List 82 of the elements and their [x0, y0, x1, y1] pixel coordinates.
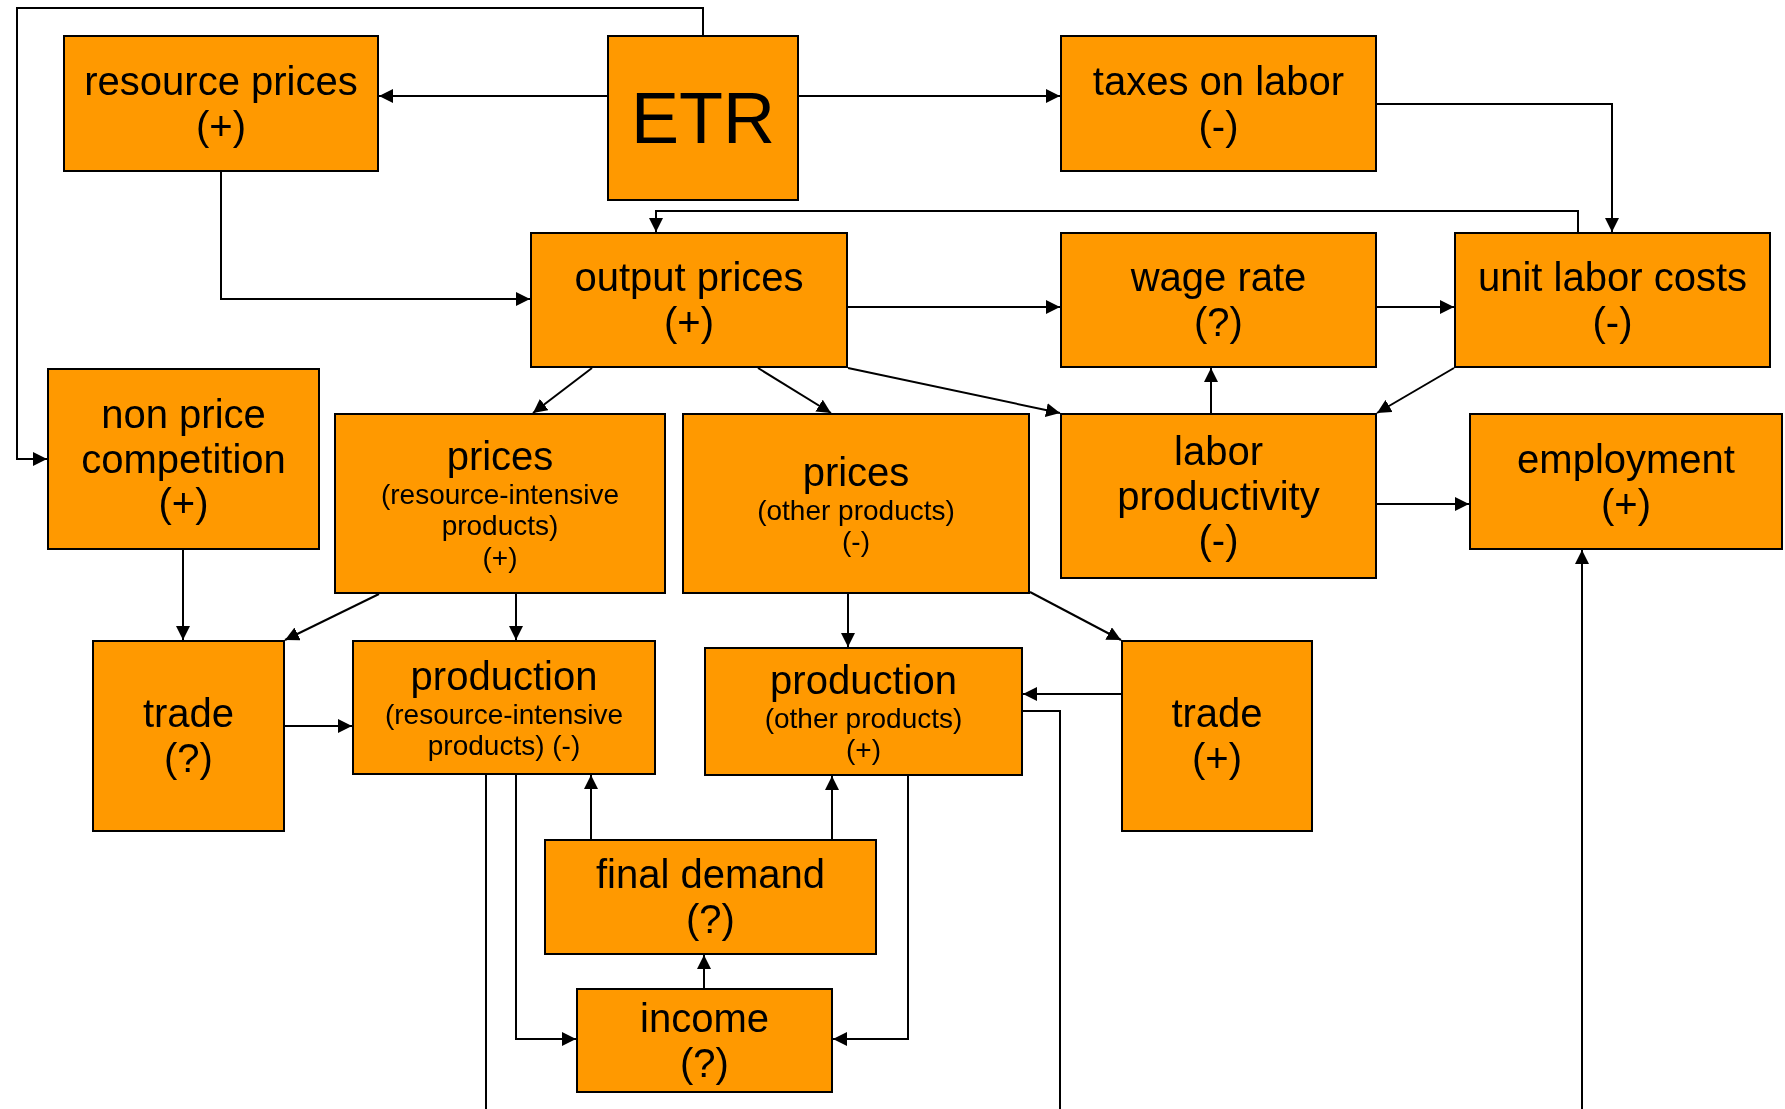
- process-box: [530, 232, 848, 368]
- process-box: [1469, 413, 1783, 550]
- node-label: production: [410, 653, 598, 699]
- arrow: [532, 367, 593, 414]
- process-box: [576, 988, 833, 1093]
- arrow: [825, 775, 839, 840]
- arrow: [1376, 497, 1470, 511]
- arrow: [515, 774, 577, 1046]
- connector-line: [1022, 710, 1061, 1109]
- node-label: (?): [686, 897, 735, 942]
- process-box: [1454, 232, 1771, 368]
- node-label: resource prices: [84, 58, 358, 104]
- arrow: [284, 719, 353, 733]
- arrow: [16, 7, 704, 466]
- arrow: [649, 210, 1579, 233]
- node-label: (resource-intensive products): [379, 478, 621, 542]
- arrow: [509, 593, 523, 641]
- node-label: (-): [842, 525, 870, 558]
- arrow: [1575, 549, 1589, 1109]
- node-label: unit labor costs: [1478, 255, 1747, 300]
- process-box: [1060, 35, 1377, 172]
- process-box: [544, 839, 877, 955]
- arrow: [832, 775, 909, 1046]
- arrow: [847, 367, 1061, 417]
- arrow: [284, 593, 380, 641]
- node-label: final demand: [595, 852, 825, 897]
- process-box: [704, 647, 1023, 776]
- node-label: (other products): [757, 494, 955, 526]
- node-label: (?): [680, 1040, 729, 1086]
- process-box: [63, 35, 379, 172]
- node-label: production: [770, 657, 957, 703]
- node-label: (-): [1592, 300, 1633, 345]
- node-label: prices: [802, 449, 910, 495]
- node-label: ETR: [631, 77, 775, 159]
- arrow: [220, 171, 531, 306]
- node-label: (-): [1198, 103, 1239, 149]
- node-label: (+): [158, 481, 209, 527]
- arrow: [697, 954, 711, 989]
- arrow: [1204, 367, 1218, 414]
- arrow: [1376, 103, 1619, 233]
- arrow: [176, 549, 190, 641]
- node-label: (+): [664, 300, 714, 345]
- node-label: (+): [846, 733, 881, 766]
- node-label: (other products): [764, 702, 963, 734]
- node-label: (+): [1601, 481, 1651, 527]
- process-box: [1060, 413, 1377, 579]
- arrow: [1029, 591, 1122, 641]
- node-label: (?): [1194, 300, 1243, 345]
- node-label: labor productivity: [1116, 428, 1321, 519]
- arrow: [378, 89, 608, 103]
- node-label: (-): [1198, 518, 1239, 564]
- arrow: [847, 300, 1061, 314]
- process-box: [352, 640, 656, 775]
- process-box: [1060, 232, 1377, 368]
- node-label: output prices: [574, 255, 804, 300]
- node-label: income: [640, 995, 769, 1041]
- node-label: employment: [1517, 436, 1735, 482]
- node-label: (+): [1192, 736, 1242, 781]
- arrow: [841, 593, 855, 648]
- node-label: prices: [446, 434, 554, 479]
- node-label: trade: [1171, 691, 1263, 736]
- arrow: [1376, 367, 1455, 414]
- arrow: [757, 367, 832, 414]
- node-label: (+): [196, 103, 246, 149]
- process-box: [47, 368, 320, 550]
- node-label: (resource-intensive products) (-): [383, 698, 625, 762]
- arrow: [584, 774, 598, 840]
- node-label: (+): [482, 541, 518, 573]
- arrow: [798, 89, 1061, 103]
- node-label: non price competition: [80, 391, 287, 482]
- node-label: wage rate: [1130, 255, 1307, 300]
- node-label: taxes on labor: [1092, 58, 1345, 104]
- connector-line: [485, 774, 487, 1109]
- process-box: [1121, 640, 1313, 832]
- node-label: (?): [164, 736, 213, 781]
- process-box: [334, 413, 666, 594]
- arrow: [1022, 687, 1122, 701]
- process-box: [682, 413, 1030, 594]
- process-box: [607, 35, 799, 201]
- arrow: [1376, 300, 1455, 314]
- process-box: [92, 640, 285, 832]
- node-label: trade: [142, 691, 235, 736]
